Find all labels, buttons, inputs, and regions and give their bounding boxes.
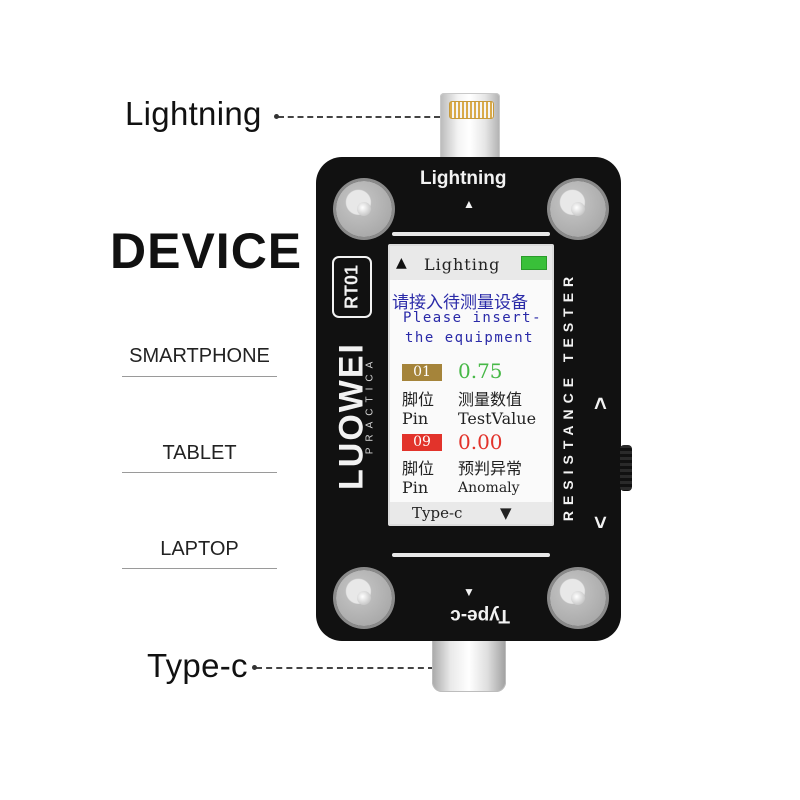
tester-screen: ▲ Lighting 请接入待测量设备 Please insert- the e… <box>388 244 554 526</box>
anomaly-label-en: Anomaly <box>458 480 520 496</box>
screen-top-bar <box>392 232 550 236</box>
device-title: DEVICE <box>110 223 303 279</box>
down-triangle-icon: ▼ <box>500 504 512 522</box>
screen-bottom-bar <box>392 553 550 557</box>
prompt-cn: 请接入待测量设备 <box>392 293 528 313</box>
pin-tag: 01 <box>402 364 442 381</box>
chevron-up-icon[interactable]: ˄ <box>594 391 607 416</box>
side-divider <box>122 472 277 473</box>
side-item-laptop: LAPTOP <box>160 538 239 560</box>
board-typec-label: Type-c <box>450 605 510 626</box>
anomaly-value: 0.00 <box>458 430 503 454</box>
screen-footer <box>390 502 552 524</box>
screw-icon <box>550 181 606 237</box>
typec-callout-label: Type-c <box>147 647 248 684</box>
model-label: RT01 <box>341 264 362 310</box>
chevron-down-icon[interactable]: ˅ <box>594 510 607 535</box>
side-divider <box>122 568 277 569</box>
model-badge: RT01 <box>332 256 372 318</box>
up-triangle-icon: ▲ <box>396 255 407 271</box>
side-item-tablet: TABLET <box>162 442 237 464</box>
typec-callout-dot <box>252 665 257 670</box>
pin-label-cn: 脚位 <box>402 390 435 409</box>
scroll-wheel[interactable] <box>620 445 632 491</box>
down-triangle-icon: ▼ <box>463 585 475 599</box>
resistance-tester-text: RESISTANCE TESTER <box>560 270 576 522</box>
prompt-en-line2: the equipment <box>405 330 535 346</box>
test-value: 0.75 <box>458 359 503 383</box>
resistance-tester-label: RESISTANCE TESTER <box>548 240 588 552</box>
board-lightning-label: Lightning <box>420 168 507 189</box>
lightning-callout-dot <box>274 114 279 119</box>
screw-icon <box>550 570 606 626</box>
side-divider <box>122 376 277 377</box>
prompt-en-line1: Please insert- <box>403 310 543 326</box>
brand-subtitle-text: PRACTICA <box>364 355 376 455</box>
side-item-smartphone: SMARTPHONE <box>129 345 270 367</box>
pin-label-en: Pin <box>402 478 429 497</box>
pin-label-en: Pin <box>402 409 429 428</box>
battery-icon <box>521 256 547 270</box>
lightning-callout-label: Lightning <box>125 95 262 132</box>
lightning-callout-line <box>278 116 440 118</box>
typec-callout-line <box>256 667 434 669</box>
brand-subtitle: PRACTICA <box>350 330 390 480</box>
up-triangle-icon: ▲ <box>463 197 475 211</box>
lightning-connector-pins <box>449 101 494 119</box>
typec-connector <box>432 640 506 692</box>
test-value-label-cn: 测量数值 <box>458 390 523 409</box>
anomaly-label-cn: 预判异常 <box>458 459 523 478</box>
screw-icon <box>336 570 392 626</box>
screen-footer-label: Type-c <box>412 504 463 522</box>
pin-tag: 09 <box>402 434 442 451</box>
screen-header-title: Lighting <box>424 255 501 274</box>
test-value-label-en: TestValue <box>458 409 537 428</box>
screw-icon <box>336 181 392 237</box>
pin-label-cn: 脚位 <box>402 459 435 478</box>
